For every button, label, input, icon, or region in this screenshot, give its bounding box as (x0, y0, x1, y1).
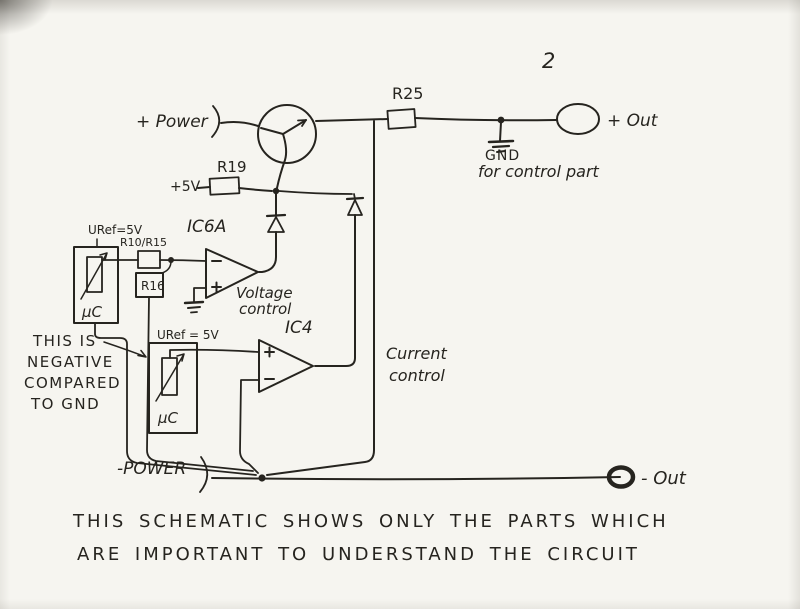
supply-5v-label: +5V (170, 179, 201, 195)
note-line-3: COMPARED (24, 374, 121, 392)
minus-power-label: -POWER (117, 459, 186, 479)
note-line-2: NEGATIVE (27, 353, 114, 371)
resistor-r25: R25 (386, 84, 423, 130)
uc-ground-return-wire (94, 322, 257, 476)
current-caption-2: control (389, 366, 445, 385)
wire (159, 259, 207, 262)
plus-out-label: + Out (607, 111, 659, 131)
ic4-label: IC4 (285, 318, 313, 338)
current-caption-1: Current (386, 344, 447, 363)
wire (197, 186, 211, 189)
plus-out-terminal: + Out (556, 103, 659, 135)
r16-label: R16 (141, 279, 165, 293)
positive-rail: + Power (136, 105, 557, 138)
note-line-1: THIS IS (32, 332, 97, 350)
wire (211, 476, 621, 481)
caption-line-1: THIS SCHEMATIC SHOWS ONLY THE PARTS WHIC… (72, 511, 669, 532)
supply-5v-branch: +5V R19 (170, 158, 353, 196)
ic6a-label: IC6A (187, 217, 226, 237)
r19-label: R19 (217, 158, 247, 176)
caption: THIS SCHEMATIC SHOWS ONLY THE PARTS WHIC… (72, 511, 669, 565)
wire (414, 117, 557, 122)
divider-label: R10/R15 (120, 236, 167, 249)
note-line-4: TO GND (30, 395, 100, 413)
gnd-note-label: for control part (478, 162, 600, 181)
pass-transistor-icon (257, 104, 317, 189)
page-mark: 2 (542, 49, 555, 73)
negative-rail: -POWER - Out (117, 456, 687, 493)
uc1-label: µC (81, 303, 103, 321)
caption-line-2: ARE IMPORTANT TO UNDERSTAND THE CIRCUIT (77, 544, 640, 565)
diode-icon (258, 193, 287, 273)
ground-icon (487, 116, 515, 153)
power-bracket-stroke (199, 456, 209, 493)
power-bracket-stroke (211, 105, 221, 138)
uref2-label: URef = 5V (157, 328, 220, 342)
minus-out-label: - Out (641, 468, 687, 489)
plus-power-label: + Power (136, 112, 209, 132)
wire (239, 379, 260, 474)
wire (238, 187, 273, 192)
wire (315, 118, 389, 122)
pot-arrow (155, 353, 185, 402)
plus-sign (264, 346, 275, 358)
resistor-r19 (208, 176, 241, 196)
potentiometer-icon (161, 357, 178, 396)
wire (220, 121, 259, 127)
diode-icon (314, 193, 365, 367)
wire (193, 287, 207, 303)
ground-icon (183, 300, 205, 314)
voltage-caption-2: control (239, 300, 292, 318)
uref1-label: URef=5V (88, 223, 143, 237)
resistor-r10-r15: R10/R15 (120, 236, 167, 269)
opamp-ic4: IC4 (239, 318, 314, 474)
junction-dot (258, 474, 266, 482)
uc2-label: µC (157, 409, 179, 427)
wire (161, 260, 172, 274)
wire (278, 190, 353, 195)
r25-label: R25 (392, 84, 423, 103)
